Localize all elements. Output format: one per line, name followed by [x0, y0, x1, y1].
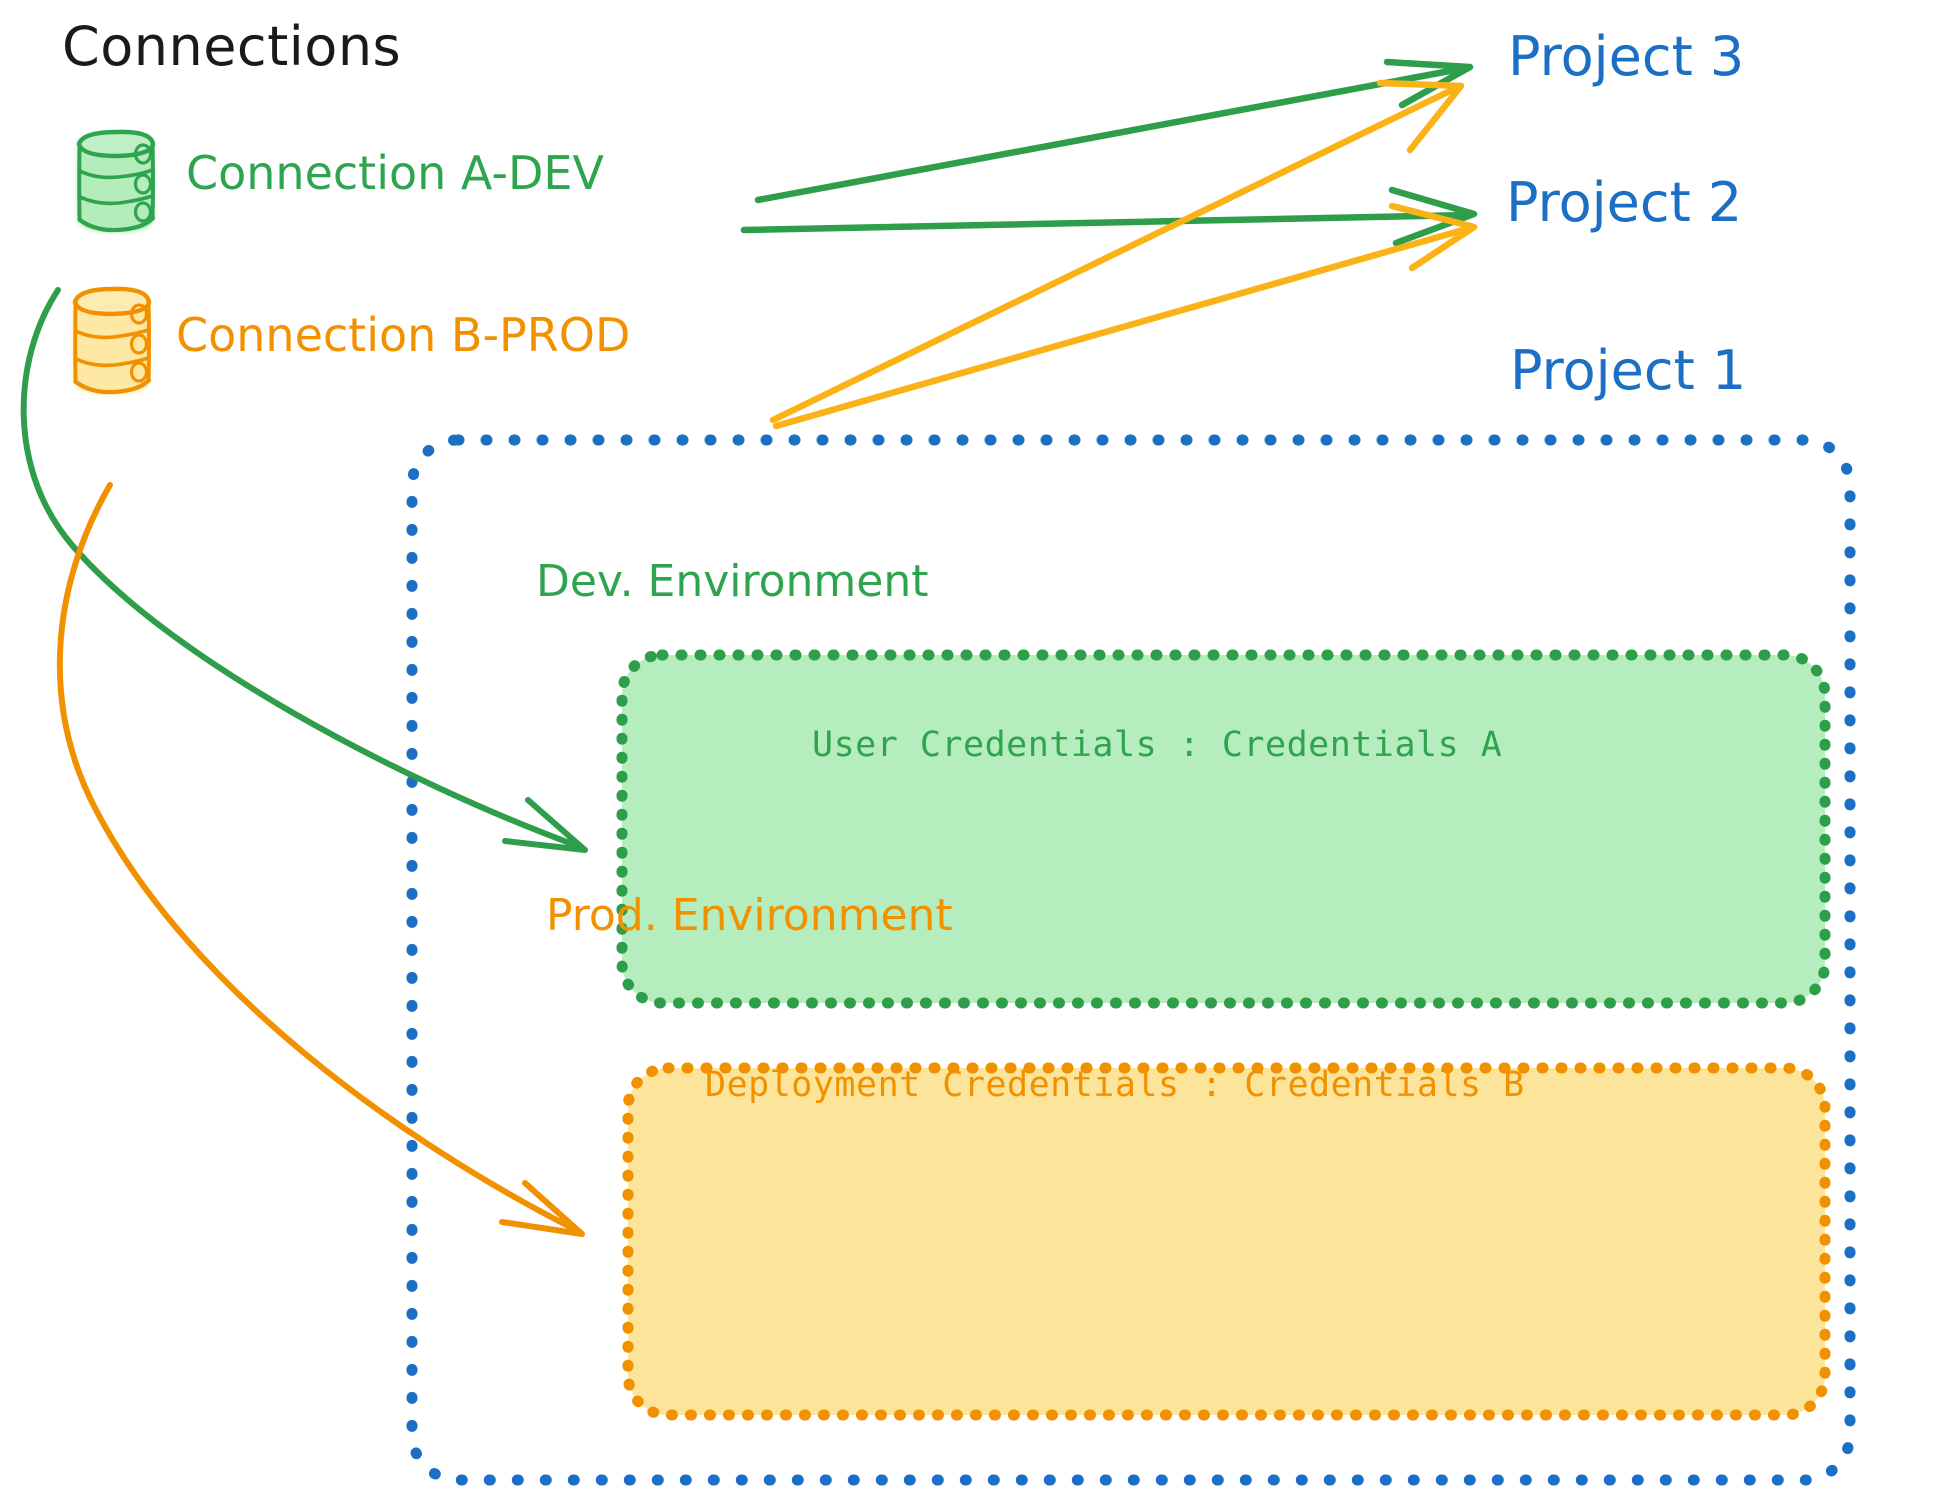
- prod-environment-credentials: Deployment Credentials : Credentials B: [705, 1065, 1525, 1105]
- arrow-conn-a-to-project-2: [740, 186, 1478, 247]
- arrow-conn-b-to-prod-environment: [56, 482, 585, 1237]
- database-cylinder-icon-orange[interactable]: [72, 286, 152, 395]
- prod-environment-box[interactable]: [622, 1062, 1831, 1421]
- dev-environment-box[interactable]: [616, 649, 1831, 1009]
- database-cylinder-icon-green[interactable]: [76, 129, 156, 233]
- dev-environment-credentials: User Credentials : Credentials A: [812, 725, 1503, 765]
- arrow-conn-b-to-project-2: [772, 202, 1478, 430]
- connection-label-b-prod[interactable]: Connection B-PROD: [176, 308, 631, 362]
- prod-environment-title: Prod. Environment: [546, 890, 953, 941]
- arrow-conn-a-to-dev-environment: [20, 287, 588, 853]
- arrow-conn-b-to-project-3: [769, 79, 1465, 424]
- connection-label-a-dev[interactable]: Connection A-DEV: [186, 146, 604, 200]
- project-label-2[interactable]: Project 2: [1506, 171, 1743, 234]
- dev-environment-title: Dev. Environment: [536, 556, 929, 607]
- project-label-1[interactable]: Project 1: [1510, 339, 1747, 402]
- project-label-3[interactable]: Project 3: [1508, 25, 1745, 88]
- project-1-container-border: [406, 434, 1856, 1486]
- page-title: Connections: [62, 15, 402, 78]
- arrow-conn-a-to-project-3: [754, 58, 1474, 204]
